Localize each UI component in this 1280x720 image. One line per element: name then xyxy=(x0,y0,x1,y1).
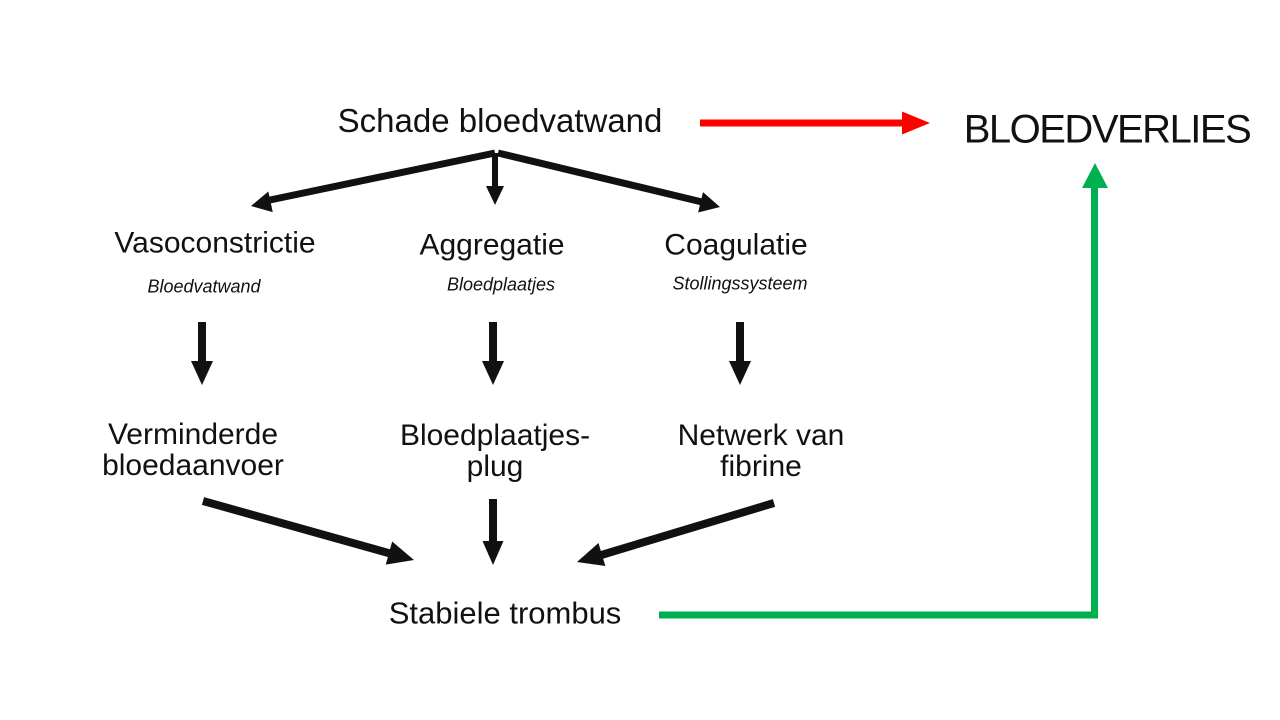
node-bloedverlies: BLOEDVERLIES xyxy=(963,107,1252,152)
arrow-aggregatie-to-plug-head xyxy=(482,361,504,385)
green-arrow-head xyxy=(1082,163,1108,188)
node-verminderde-line1: Verminderde xyxy=(107,418,279,451)
node-netwerk-van-fibrine: Netwerk van fibrine xyxy=(678,420,845,482)
arrow-coagulatie-to-netwerk-head xyxy=(729,361,751,385)
node-stabiele-trombus: Stabiele trombus xyxy=(388,595,622,631)
node-aggregatie-sublabel: Bloedplaatjes xyxy=(446,274,556,295)
arrow-netwerk-to-trombus-shaft xyxy=(596,499,776,560)
arrow-schade-to-aggregatie-head xyxy=(486,186,504,205)
node-coagulatie-sublabel: Stollingssysteem xyxy=(672,273,808,294)
arrow-schade-to-vasoconstrictie-head xyxy=(251,191,273,213)
arrow-vasoconstrictie-to-verminderde-head xyxy=(191,361,213,385)
arrow-schade-to-vasoconstrictie-shaft xyxy=(269,149,496,204)
arrow-plug-to-trombus-head xyxy=(482,541,504,565)
arrow-verminderde-to-trombus-head xyxy=(385,541,414,565)
arrow-schade-to-coagulatie-shaft xyxy=(497,149,703,206)
node-verminderde-bloedaanvoer: Verminderde bloedaanvoer xyxy=(102,419,284,481)
node-vasoconstrictie: Vasoconstrictie xyxy=(114,226,316,260)
arrow-netwerk-to-trombus-head xyxy=(577,543,606,567)
node-coagulatie: Coagulatie xyxy=(664,228,808,262)
node-plug-line2: plug xyxy=(466,450,524,483)
node-netwerk-line2: fibrine xyxy=(720,450,802,483)
node-plug-line1: Bloedplaatjes- xyxy=(399,419,591,452)
node-verminderde-line2: bloedaanvoer xyxy=(102,449,284,482)
node-netwerk-line1: Netwerk van xyxy=(677,419,845,452)
red-arrow-head xyxy=(902,111,930,135)
arrow-schade-to-coagulatie-head xyxy=(698,192,720,213)
node-aggregatie: Aggregatie xyxy=(419,228,565,262)
arrow-verminderde-to-trombus-shaft xyxy=(201,497,394,558)
node-bloedplaatjes-plug: Bloedplaatjes- plug xyxy=(400,420,590,482)
node-vasoconstrictie-sublabel: Bloedvatwand xyxy=(147,276,261,297)
green-arrow-shaft xyxy=(659,186,1098,619)
node-schade-bloedvatwand: Schade bloedvatwand xyxy=(337,102,663,139)
